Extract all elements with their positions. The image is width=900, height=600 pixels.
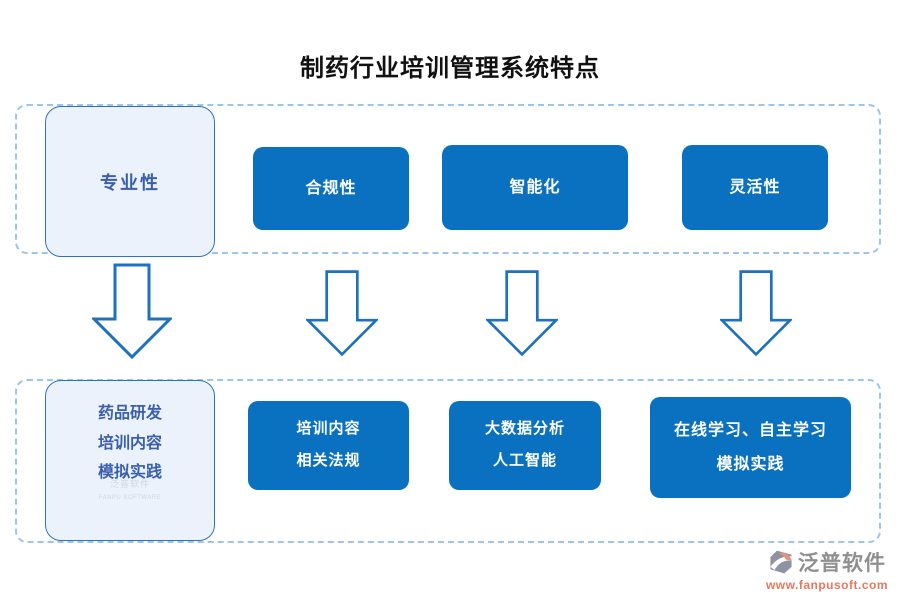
down-arrow-icon (720, 270, 792, 357)
detail-line: 模拟实践 (716, 455, 785, 473)
detail-line: 模拟实践 (97, 464, 162, 482)
detail-box-intelligence: 大数据分析 人工智能 (449, 401, 601, 490)
feature-box-flexibility: 灵活性 (682, 145, 828, 230)
page-title: 制药行业培训管理系统特点 (300, 56, 600, 82)
watermark-brand-text: 泛普软件 (109, 479, 150, 490)
detail-line: 大数据分析 (484, 421, 565, 437)
detail-line: 药品研发 (97, 405, 162, 423)
watermark-logo: 泛普软件 FANPU SOFTWARE (46, 476, 214, 504)
detail-line: 培训内容 (97, 434, 162, 452)
footer-brand-name: 泛普软件 (797, 551, 886, 575)
down-arrow-icon (486, 270, 558, 357)
detail-box-compliance: 培训内容 相关法规 (248, 401, 409, 490)
detail-line: 培训内容 (296, 421, 361, 437)
detail-box-professionalism: 药品研发 培训内容 模拟实践 泛普软件 FANPU SOFTWARE (45, 380, 215, 541)
detail-line: 人工智能 (492, 452, 557, 469)
feature-box-label: 灵活性 (729, 178, 781, 196)
top-row-container (15, 104, 881, 254)
down-arrow-icon (92, 263, 172, 359)
feature-box-label: 专业性 (100, 172, 160, 193)
footer-brand: 泛普软件 www.fanpusoft.com (766, 547, 888, 592)
feature-box-label: 合规性 (305, 179, 357, 197)
footer-brand-url: www.fanpusoft.com (765, 578, 888, 592)
bottom-row-container (15, 379, 881, 543)
feature-box-compliance: 合规性 (253, 147, 409, 230)
down-arrow-icon (306, 270, 378, 357)
feature-box-label: 智能化 (509, 178, 561, 196)
fanpu-logo-icon (770, 550, 792, 574)
watermark-brand-text-en: FANPU SOFTWARE (98, 494, 162, 501)
feature-box-professionalism: 专业性 (45, 106, 215, 257)
detail-line: 在线学习、自主学习 (673, 421, 827, 439)
feature-box-intelligence: 智能化 (442, 145, 628, 230)
detail-box-flexibility: 在线学习、自主学习 模拟实践 (650, 397, 851, 498)
detail-line: 相关法规 (296, 452, 361, 469)
